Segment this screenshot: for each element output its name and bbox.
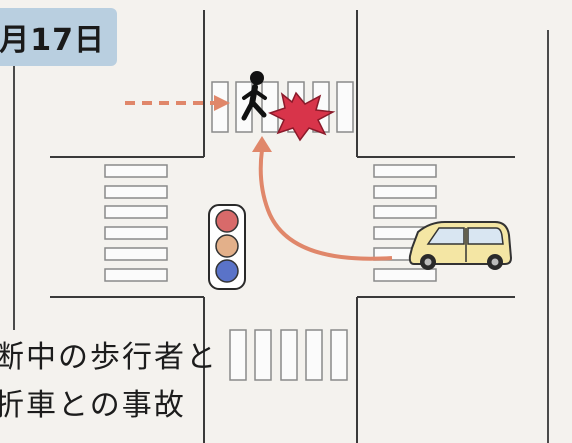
crosswalk-left	[104, 164, 168, 282]
date-label: 月17日	[0, 23, 105, 58]
caption-line-1: 断中の歩行者と	[0, 340, 218, 375]
car-icon	[408, 221, 513, 270]
car-turn-arrow	[252, 136, 393, 261]
impact-burst-icon	[268, 91, 336, 142]
date-badge: 月17日	[0, 8, 117, 66]
pedestrian-icon	[241, 71, 267, 121]
pedestrian-path-arrow	[125, 95, 230, 111]
caption-line-2: 折車との事故	[0, 388, 186, 423]
road-edges	[50, 10, 515, 443]
crosswalk-bottom	[229, 329, 348, 381]
traffic-light-icon	[208, 204, 246, 290]
frame-lines	[13, 30, 549, 443]
